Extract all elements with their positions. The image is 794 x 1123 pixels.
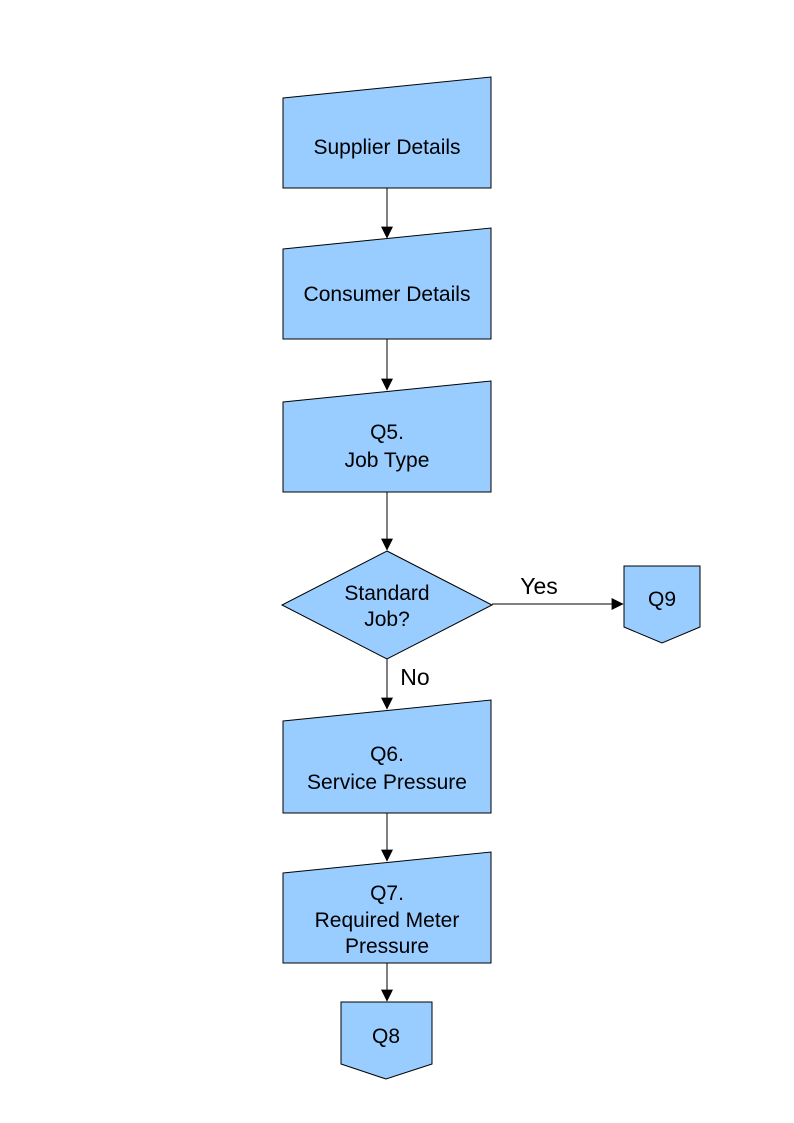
- q7-label-line3: Pressure: [345, 935, 429, 958]
- node-standard-job-decision: Standard Job?: [280, 550, 494, 660]
- q8-connector-label: Q8: [372, 1025, 400, 1048]
- supplier-details-label: Supplier Details: [313, 136, 460, 159]
- node-q8-connector: Q8: [340, 1001, 433, 1080]
- q7-label-line2: Required Meter: [315, 909, 460, 932]
- q6-label-line1: Q6.: [370, 743, 404, 766]
- q6-label-line2: Service Pressure: [307, 771, 467, 794]
- q5-job-type-label-line2: Job Type: [345, 449, 430, 472]
- node-q7-required-meter-pressure: Q7. Required Meter Pressure: [282, 851, 492, 964]
- q8-connector-shape: [340, 1001, 433, 1080]
- standard-job-decision-shape: [280, 550, 494, 660]
- node-consumer-details: Consumer Details: [282, 227, 492, 340]
- supplier-details-shape: [282, 76, 492, 189]
- q7-label-line1: Q7.: [370, 882, 404, 905]
- q5-job-type-shape: [282, 380, 492, 493]
- q9-connector-label: Q9: [648, 588, 676, 611]
- consumer-details-shape: [282, 227, 492, 340]
- q6-service-pressure-shape: [282, 699, 492, 814]
- q7-required-meter-pressure-shape: [282, 851, 492, 964]
- node-supplier-details: Supplier Details: [282, 76, 492, 189]
- node-q6-service-pressure: Q6. Service Pressure: [282, 699, 492, 814]
- node-q9-connector: Q9: [623, 565, 701, 644]
- node-q5-job-type: Q5. Job Type: [282, 380, 492, 493]
- standard-job-label-line1: Standard: [344, 582, 429, 605]
- edges: [381, 188, 624, 1002]
- standard-job-label-line2: Job?: [364, 608, 410, 631]
- edge-label-yes: Yes: [520, 573, 558, 599]
- q5-job-type-label-line1: Q5.: [370, 421, 404, 444]
- q9-connector-shape: [623, 565, 701, 644]
- consumer-details-label: Consumer Details: [304, 283, 471, 306]
- edge-label-no: No: [400, 664, 429, 690]
